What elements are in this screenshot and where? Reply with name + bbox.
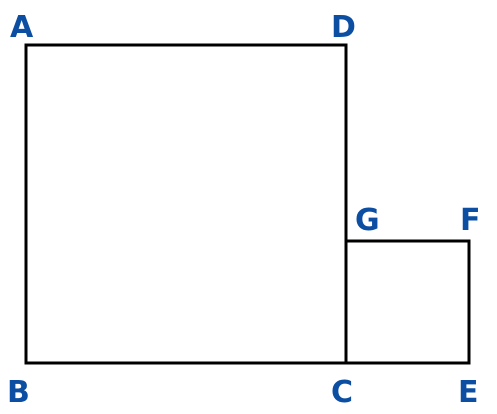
large-square-abcd bbox=[24, 43, 348, 365]
label-b: B bbox=[7, 375, 30, 410]
small-square-gcef bbox=[344, 239, 471, 365]
label-g: G bbox=[355, 203, 380, 238]
label-d: D bbox=[331, 10, 356, 45]
label-f: F bbox=[460, 203, 481, 238]
label-a: A bbox=[10, 10, 34, 45]
label-e: E bbox=[458, 375, 479, 410]
label-c: C bbox=[331, 375, 353, 410]
